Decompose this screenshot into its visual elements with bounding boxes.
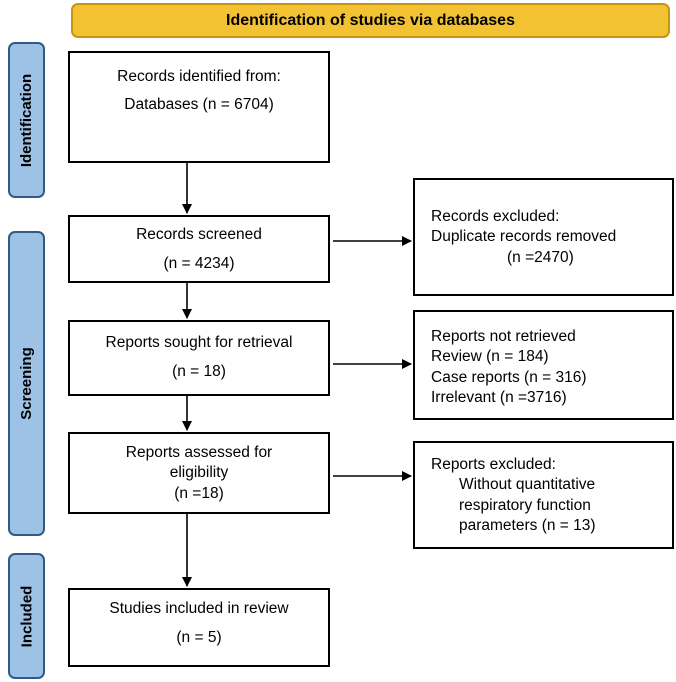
- records-screened-count: (n = 4234): [163, 255, 235, 273]
- records-screened-box: Records screened (n = 4234): [68, 215, 330, 283]
- records-identified-title: Records identified from:: [117, 68, 281, 85]
- banner-title: Identification of studies via databases: [71, 3, 670, 38]
- records-identified-count: Databases (n = 6704): [124, 96, 274, 114]
- reports-not-retrieved-box: Reports not retrieved Review (n = 184) C…: [413, 310, 674, 420]
- studies-included-title: Studies included in review: [109, 600, 289, 617]
- reports-assessed-line2: eligibility: [169, 464, 229, 482]
- reports-not-retrieved-case: Case reports (n = 316): [431, 368, 587, 386]
- records-excluded-reason: Duplicate records removed: [431, 228, 617, 246]
- reports-not-retrieved-irrelevant: Irrelevant (n =3716): [431, 389, 567, 407]
- reports-excluded-line3: respiratory function: [459, 496, 591, 514]
- records-excluded-count: (n =2470): [507, 248, 574, 266]
- phase-included: Included: [8, 553, 45, 679]
- phase-identification: Identification: [8, 42, 45, 198]
- studies-included-box: Studies included in review (n = 5): [68, 588, 330, 667]
- reports-assessed-line1: Reports assessed for: [125, 444, 273, 461]
- reports-not-retrieved-title: Reports not retrieved: [431, 328, 576, 345]
- reports-excluded-line2: Without quantitative: [459, 476, 596, 494]
- records-screened-title: Records screened: [136, 226, 262, 243]
- reports-not-retrieved-review: Review (n = 184): [431, 348, 549, 366]
- records-identified-box: Records identified from: Databases (n = …: [68, 51, 330, 163]
- records-excluded-title: Records excluded:: [431, 208, 560, 225]
- reports-assessed-box: Reports assessed for eligibility (n =18): [68, 432, 330, 514]
- reports-sought-title: Reports sought for retrieval: [105, 334, 293, 351]
- reports-excluded-title: Reports excluded:: [431, 456, 556, 473]
- reports-excluded-line4: parameters (n = 13): [459, 517, 596, 535]
- reports-sought-count: (n = 18): [172, 363, 226, 381]
- studies-included-count: (n = 5): [176, 629, 222, 647]
- reports-assessed-count: (n =18): [174, 484, 224, 502]
- records-excluded-box: Records excluded: Duplicate records remo…: [413, 178, 674, 296]
- reports-excluded-box: Reports excluded: Without quantitative r…: [413, 441, 674, 549]
- reports-sought-box: Reports sought for retrieval (n = 18): [68, 320, 330, 396]
- phase-screening: Screening: [8, 231, 45, 536]
